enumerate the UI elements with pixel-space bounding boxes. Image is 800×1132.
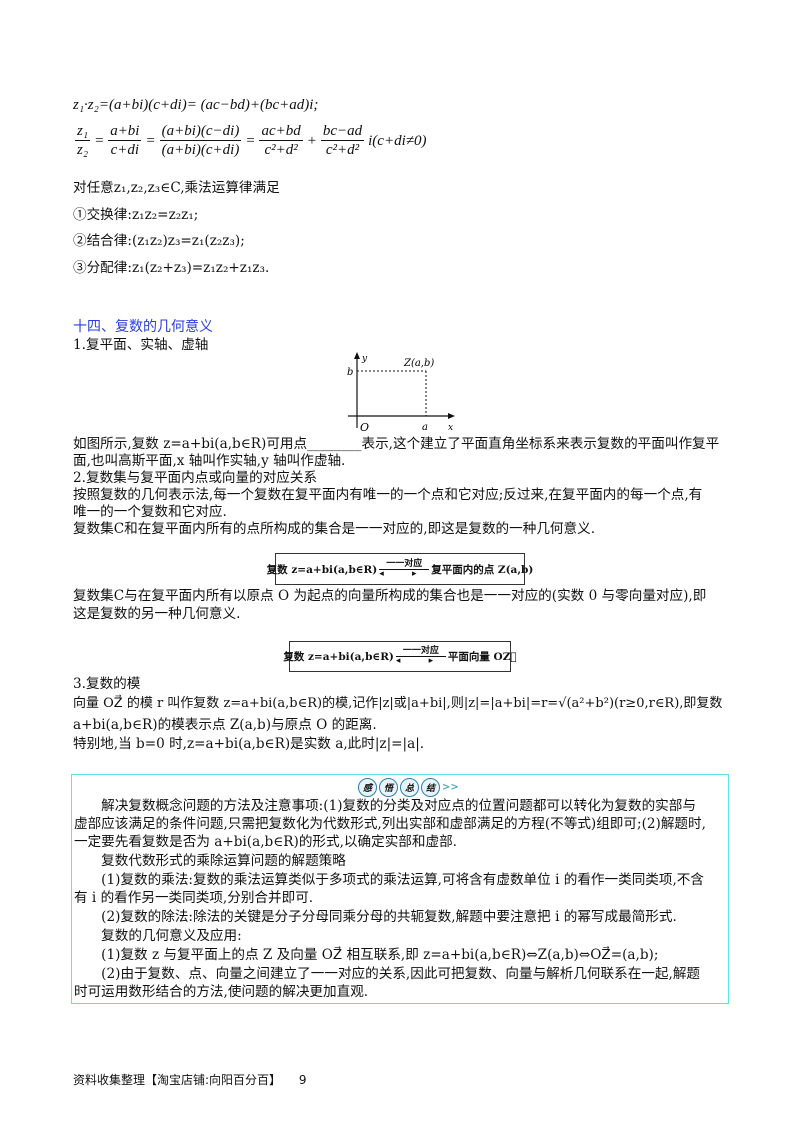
- subheading-3: 3.复数的模: [73, 676, 141, 692]
- summary-line: (2)由于复数、点、向量之间建立了一一对应的关系,因此可把复数、向量与解析几何联…: [74, 966, 701, 982]
- formula-multiplication: z₁·z₂=(a+bi)(c+di)= (ac−bd)+(bc+ad)i;: [73, 97, 319, 113]
- origin-label: O: [360, 421, 369, 434]
- paragraph: 按照复数的几何表示法,每一个复数在复平面内有唯一的一个点和它对应;反过来,在复平…: [73, 487, 703, 503]
- section-heading: 十四、复数的几何意义: [73, 319, 213, 335]
- paragraph: 复数集C与在复平面内所有以原点 O 为起点的向量所构成的集合也是一一对应的(实数…: [73, 588, 707, 604]
- page-number: 9: [298, 1073, 307, 1087]
- correspondence-box-point: 复数 z=a+bi(a,b∈R) 一一对应◂ ▸ 复平面内的点 Z(a,b): [267, 553, 533, 585]
- paragraph: 唯一的一个复数和它对应.: [73, 504, 227, 520]
- summary-line: 虚部应该满足的条件问题,只需把复数化为代数形式,列出实部和虚部满足的方程(不等式…: [74, 816, 706, 832]
- paragraph: a+bi(a,b∈R)的模表示点 Z(a,b)与原点 O 的距离.: [73, 717, 377, 733]
- complex-plane-diagram: y x b a O Z(a,b): [347, 352, 455, 434]
- law-commutative: ①交换律:z₁z₂=z₂z₁;: [73, 207, 199, 223]
- summary-box: 感悟总结 >> 解决复数概念问题的方法及注意事项:(1)复数的分类及对应点的位置…: [71, 774, 729, 1004]
- summary-line: (1)复数的乘法:复数的乘法运算类似于多项式的乘法运算,可将含有虚数单位 i 的…: [74, 872, 704, 888]
- subheading-1: 1.复平面、实轴、虚轴: [73, 337, 209, 353]
- paragraph: 复数集C和在复平面内所有的点所构成的集合是一一对应的,即这是复数的一种几何意义.: [73, 521, 596, 537]
- law-associative: ②结合律:(z₁z₂)z₃=z₁(z₂z₃);: [73, 233, 245, 249]
- a-label: a: [422, 422, 428, 433]
- paragraph: 特别地,当 b=0 时,z=a+bi(a,b∈R)是实数 a,此时|z|=|a|…: [73, 736, 425, 752]
- footer-text: 资料收集整理【淘宝店铺:向阳百分百】: [73, 1073, 282, 1087]
- summary-line: 解决复数概念问题的方法及注意事项:(1)复数的分类及对应点的位置问题都可以转化为…: [74, 798, 696, 814]
- b-label: b: [347, 367, 353, 378]
- summary-line: 复数的几何意义及应用:: [74, 928, 242, 944]
- x-axis-label: x: [448, 423, 453, 433]
- point-label: Z(a,b): [403, 358, 434, 369]
- paragraph: 面,也叫高斯平面,x 轴叫作实轴,y 轴叫作虚轴.: [73, 453, 346, 469]
- text-any: 对任意z₁,z₂,z₃∈C,乘法运算律满足: [73, 180, 280, 196]
- paragraph: 这是复数的另一种几何意义.: [73, 606, 241, 622]
- correspondence-box-vector: 复数 z=a+bi(a,b∈R) 一一对应◂ ▸ 平面向量 OZ⃗: [283, 641, 517, 672]
- law-distributive: ③分配律:z₁(z₂+z₃)=z₁z₂+z₁z₃.: [73, 260, 270, 276]
- footer: 资料收集整理【淘宝店铺:向阳百分百】 9: [73, 1071, 307, 1088]
- y-axis-label: y: [361, 354, 368, 364]
- summary-line: (2)复数的除法:除法的关键是分子分母同乘分母的共轭复数,解题中要注意把 i 的…: [74, 909, 677, 925]
- summary-badge: 感悟总结 >>: [358, 778, 459, 797]
- summary-line: 时可运用数形结合的方法,使问题的解决更加直观.: [74, 984, 369, 1000]
- paragraph: 如图所示,复数 z=a+bi(a,b∈R)可用点________表示,这个建立了…: [73, 436, 720, 452]
- summary-line: 一定要先看复数是否为 a+bi(a,b∈R)的形式,以确定实部和虚部.: [74, 834, 458, 850]
- paragraph: 向量 OZ⃗ 的模 r 叫作复数 z=a+bi(a,b∈R)的模,记作|z|或|…: [73, 696, 723, 711]
- summary-line: 复数代数形式的乘除运算问题的解题策略: [74, 853, 346, 869]
- summary-line: (1)复数 z 与复平面上的点 Z 及向量 OZ⃗ 相互联系,即 z=a+bi(…: [74, 947, 659, 963]
- summary-line: 有 i 的看作另一类同类项,分别合并即可.: [74, 890, 314, 906]
- subheading-2: 2.复数集与复平面内点或向量的对应关系: [73, 470, 318, 486]
